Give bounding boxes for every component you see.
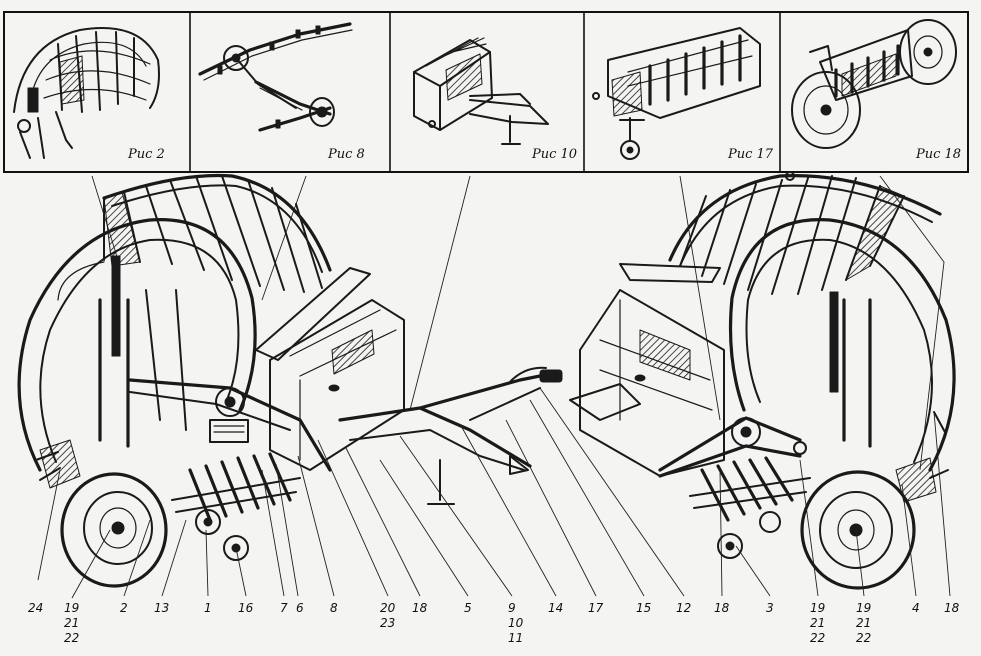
callout-6: 6 — [296, 601, 304, 615]
left-drive — [128, 378, 332, 472]
inset-ris17: Рис 17 — [592, 27, 774, 162]
caption-ris17: Рис 17 — [727, 147, 774, 162]
left-feeder-box — [255, 267, 405, 471]
callout-18a: 18 — [412, 601, 428, 615]
callout-5: 5 — [464, 601, 472, 615]
left-drawbar — [338, 366, 563, 505]
caption-ris2: Рис 2 — [127, 147, 165, 162]
callout-24: 24 — [28, 601, 43, 615]
callout-19a-3: 22 — [64, 631, 79, 645]
right-wheel — [800, 411, 949, 590]
right-drum — [668, 171, 956, 472]
callout-3: 3 — [766, 601, 774, 615]
callout-19b-3: 22 — [810, 631, 825, 645]
inset-ris18: Рис 18 — [791, 19, 961, 162]
callout-20: 20 — [380, 601, 396, 615]
callout-19b-1: 19 — [810, 601, 825, 615]
callout-18b: 18 — [714, 601, 730, 615]
chain-transmission-icon — [198, 22, 353, 132]
inset-ris8: Рис 8 — [198, 22, 365, 162]
left-pickup — [171, 452, 301, 561]
callout-19b-2: 21 — [810, 616, 825, 630]
callout-2: 2 — [120, 601, 128, 615]
caption-ris10: Рис 10 — [531, 147, 577, 162]
callout-18c: 18 — [944, 601, 960, 615]
right-feeder-box — [569, 263, 725, 477]
callout-17: 17 — [588, 601, 604, 615]
callout-labels: 24 19 21 22 2 13 1 16 7 6 8 20 23 18 5 9… — [28, 601, 960, 645]
callout-19c-3: 22 — [856, 631, 871, 645]
callout-8: 8 — [330, 601, 338, 615]
pickup-rotor-icon — [13, 27, 160, 159]
callout-leaders — [37, 387, 951, 599]
callout-12: 12 — [676, 601, 691, 615]
callout-19a-1: 19 — [64, 601, 79, 615]
pickup-tines-icon — [592, 27, 761, 160]
callout-14: 14 — [548, 601, 563, 615]
callout-19c-1: 19 — [856, 601, 871, 615]
caption-ris8: Рис 8 — [327, 147, 365, 162]
callout-10: 10 — [508, 616, 524, 630]
callout-7: 7 — [280, 601, 288, 615]
callout-13: 13 — [154, 601, 169, 615]
callout-4: 4 — [912, 601, 920, 615]
inset-ris10: Рис 10 — [413, 37, 577, 162]
left-baler — [17, 173, 563, 588]
callout-11: 11 — [508, 631, 523, 645]
callout-19a-2: 21 — [64, 616, 79, 630]
right-pickup — [689, 456, 811, 559]
left-drum — [17, 173, 332, 472]
callout-23: 23 — [380, 616, 395, 630]
right-baler — [569, 171, 956, 590]
callout-1: 1 — [204, 601, 212, 615]
wheel-axle-icon — [791, 19, 957, 149]
inset-strip — [3, 11, 969, 173]
left-wheel — [35, 439, 168, 588]
callout-15: 15 — [636, 601, 651, 615]
right-drive — [658, 416, 807, 478]
inset-ris2: Рис 2 — [13, 27, 165, 162]
caption-ris18: Рис 18 — [915, 147, 961, 162]
callout-19c-2: 21 — [856, 616, 871, 630]
callout-9: 9 — [508, 601, 516, 615]
drawbar-frame-icon — [413, 37, 549, 145]
callout-16: 16 — [238, 601, 254, 615]
